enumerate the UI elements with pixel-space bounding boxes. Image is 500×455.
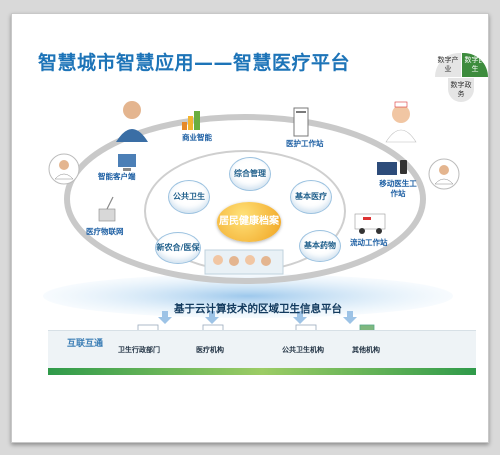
bubble-public-health: 公共卫生 [168, 180, 210, 214]
label-nurse-station: 医护工作站 [286, 139, 324, 148]
label-mobile-station: 流动工作站 [350, 238, 388, 247]
label-business-intelligence: 商业智能 [182, 133, 212, 142]
label-smart-client: 智能客户端 [98, 172, 136, 181]
server-icon [293, 107, 309, 137]
bubble-comprehensive-management: 综合管理 [229, 157, 271, 191]
outer-ring [64, 114, 426, 284]
bubble-basic-drugs: 基本药物 [299, 230, 341, 262]
bottom-item-health-admin: 卫生行政部门 [118, 346, 160, 354]
cloud-glow [43, 274, 453, 318]
doctor-icon-right [428, 158, 460, 190]
family-photo [204, 249, 284, 275]
bottom-item-public-health-institution: 公共卫生机构 [282, 346, 324, 354]
computer-icon-left [118, 154, 136, 171]
quadrant-digital-livelihood: 数字民生 [462, 53, 488, 77]
medical-device-icon [98, 196, 116, 222]
arrows-down [158, 311, 357, 324]
interconnect-band [48, 330, 476, 375]
ambulance-icon [354, 213, 386, 234]
nurse-icon [385, 101, 417, 143]
doctor-icon-left [48, 153, 80, 185]
bar-chart-icon [182, 111, 200, 130]
quadrant-digital-government: 数字政务 [448, 78, 474, 102]
green-bar [48, 368, 476, 375]
diagram-background [43, 101, 460, 342]
mobile-device-icon [377, 160, 407, 175]
center-health-record: 居民健康档案 [217, 202, 281, 242]
slide-title: 智慧城市智慧应用——智慧医疗平台 [38, 52, 351, 74]
bubble-rural-insurance: 新农合/医保 [155, 232, 201, 264]
person-icon [116, 101, 148, 142]
platform-label: 基于云计算技术的区域卫生信息平台 [174, 303, 342, 315]
label-medical-iot: 医疗物联网 [86, 227, 124, 236]
bottom-item-other-institution: 其他机构 [352, 346, 380, 354]
slide-frame: 智慧城市智慧应用——智慧医疗平台 数字产业 数字民生 数字政务 [11, 13, 489, 443]
interconnect-label: 互联互通 [67, 339, 104, 349]
label-mobile-doctor-station: 移动医生工作站 [379, 179, 417, 198]
bottom-item-medical-institution: 医疗机构 [196, 346, 224, 354]
bubble-basic-medical: 基本医疗 [290, 180, 332, 214]
